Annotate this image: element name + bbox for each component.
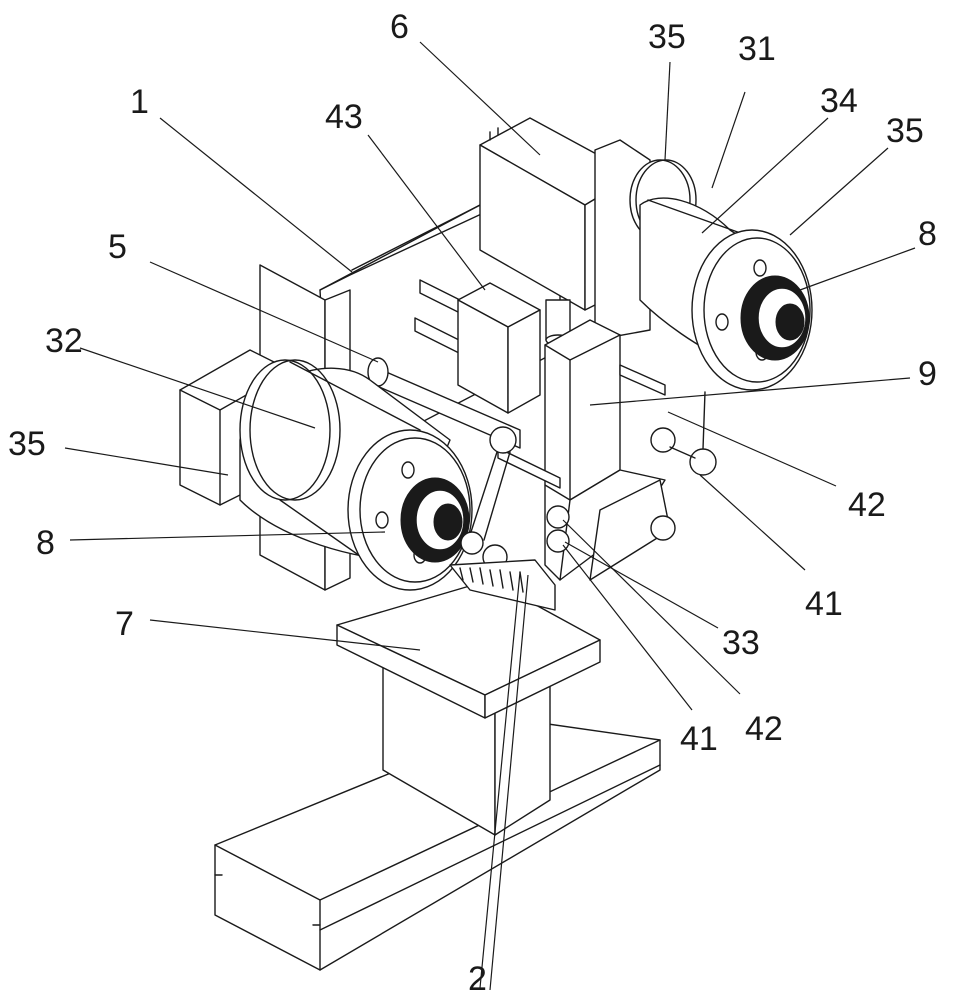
label-1: 1 [130, 83, 149, 121]
label-8-left: 8 [36, 524, 55, 562]
label-35-left: 35 [8, 425, 46, 463]
leader-lines [64, 41, 916, 991]
label-41-bottom: 41 [680, 720, 718, 758]
center-head [544, 319, 671, 581]
label-43: 43 [325, 98, 363, 136]
cylinder-block [457, 282, 541, 414]
label-41-right: 41 [805, 585, 843, 623]
label-5: 5 [108, 228, 127, 266]
label-35-top: 35 [648, 18, 686, 56]
label-2: 2 [468, 960, 487, 998]
label-35-right: 35 [886, 112, 924, 150]
label-32: 32 [45, 322, 83, 360]
label-34: 34 [820, 82, 858, 120]
label-9: 9 [918, 355, 937, 393]
left-spool [239, 359, 473, 591]
belt-strips [497, 364, 666, 489]
label-31: 31 [738, 30, 776, 68]
label-42-bottom: 42 [745, 710, 783, 748]
label-42-right: 42 [848, 486, 886, 524]
rollers-right [650, 391, 717, 541]
guide-rod [367, 357, 521, 449]
cutter-comb [449, 559, 556, 611]
reference-labels: 1 2 5 6 7 8 8 9 31 32 33 34 35 35 35 41 … [8, 8, 937, 998]
label-8-right: 8 [918, 215, 937, 253]
right-spool [629, 159, 813, 391]
work-table [336, 579, 601, 719]
label-6: 6 [390, 8, 409, 46]
label-7: 7 [115, 605, 134, 643]
label-33: 33 [722, 624, 760, 662]
